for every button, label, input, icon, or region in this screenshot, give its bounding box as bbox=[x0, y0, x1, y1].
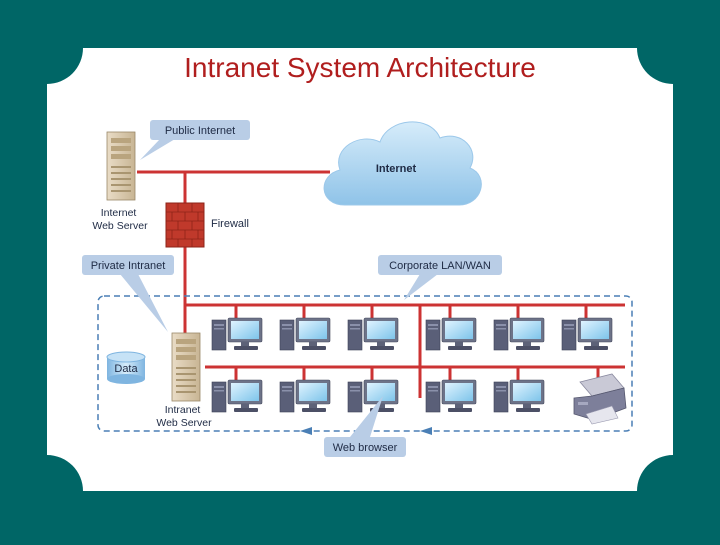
server-icon bbox=[171, 332, 201, 402]
printer-icon bbox=[573, 373, 627, 425]
firewall-label: Firewall bbox=[211, 218, 249, 230]
web-browser-pointer bbox=[350, 396, 383, 437]
web-browser-callout bbox=[324, 437, 406, 457]
public-internet-label: Public Internet bbox=[165, 125, 235, 137]
web-browser-arrow-left bbox=[300, 427, 312, 435]
private-intranet-pointer bbox=[120, 274, 168, 332]
private-intranet-label: Private Intranet bbox=[91, 260, 166, 272]
private-intranet-callout bbox=[82, 255, 174, 275]
cloud-icon bbox=[323, 121, 482, 206]
database-icon bbox=[106, 351, 146, 384]
server-icon bbox=[106, 131, 136, 201]
public-internet-callout bbox=[150, 120, 250, 140]
data-label: Data bbox=[114, 363, 138, 375]
public-internet-pointer bbox=[140, 139, 175, 160]
firewall-icon bbox=[165, 202, 205, 248]
corporate-lan-wan-callout bbox=[378, 255, 502, 275]
corporate-lan-wan-label: Corporate LAN/WAN bbox=[389, 260, 491, 272]
corporate-lan-wan-pointer bbox=[404, 274, 438, 300]
web-browser-arrow-right bbox=[420, 427, 432, 435]
network-lines bbox=[137, 170, 625, 398]
intranet-web-server-label: Intranet Web Server bbox=[156, 404, 212, 429]
web-browser-label: Web browser bbox=[333, 442, 398, 454]
slide-title: Intranet System Architecture bbox=[184, 52, 536, 83]
internet-web-server-label: Internet Web Server bbox=[92, 207, 148, 232]
internet-label: Internet bbox=[376, 163, 417, 175]
